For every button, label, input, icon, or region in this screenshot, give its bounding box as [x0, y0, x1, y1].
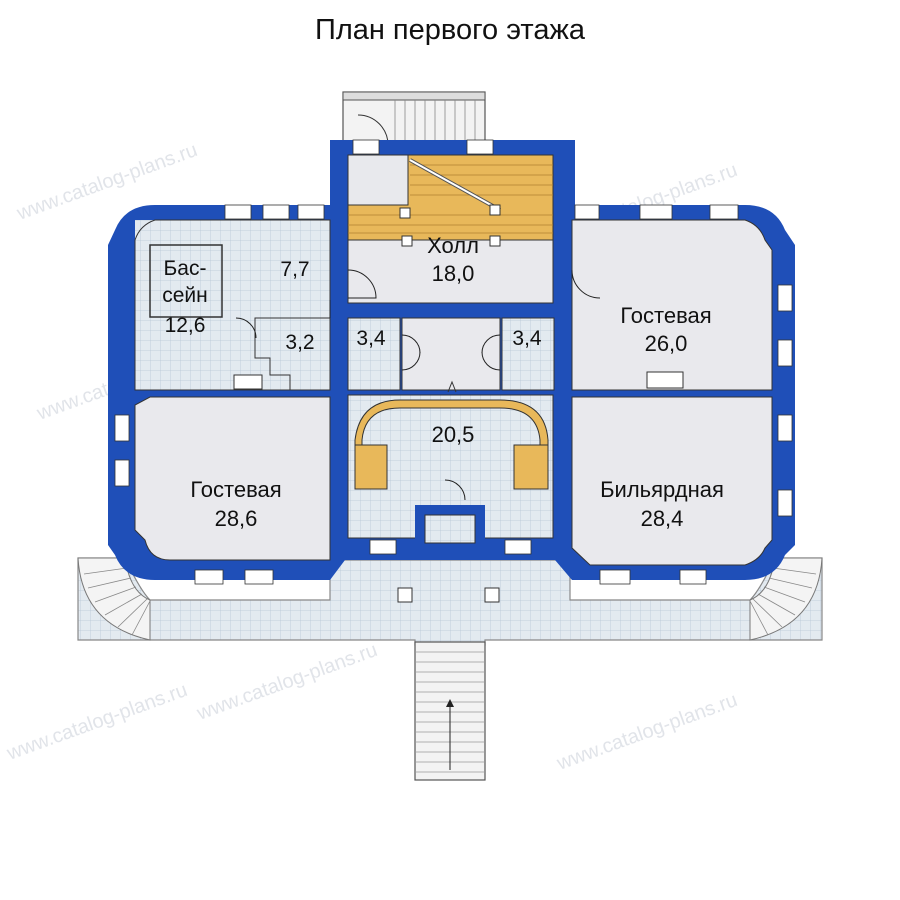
front-stair — [414, 641, 486, 781]
terrace — [77, 557, 823, 646]
room-name-billiard: Бильярдная — [600, 477, 724, 502]
room-name-pool-1: Бас- — [164, 257, 207, 280]
room-area-pool-side: 7,7 — [280, 258, 309, 281]
room-area-billiard: 28,4 — [641, 506, 684, 531]
watermark-text: www.catalog-plans.ru — [193, 639, 380, 725]
room-area-guest-right: 26,0 — [645, 331, 688, 356]
room-area-vestibule: 20,5 — [432, 422, 475, 447]
room-area-guest-left: 28,6 — [215, 506, 258, 531]
room-name-pool-2: сейн — [162, 284, 208, 307]
back-porch — [342, 91, 486, 146]
room-area-hall: 18,0 — [432, 261, 475, 286]
windows — [114, 139, 793, 585]
room-area-closet-left: 3,4 — [356, 327, 386, 350]
plan-title: План первого этажа — [314, 14, 586, 46]
room-name-guest-right: Гостевая — [620, 303, 711, 328]
room-labels: Холл 18,0 Бас- сейн 12,6 7,7 3,2 3,4 3,4… — [162, 233, 724, 531]
room-name-guest-left: Гостевая — [190, 477, 281, 502]
watermark-text: www.catalog-plans.ru — [553, 689, 740, 775]
room-area-closet-right: 3,4 — [512, 327, 542, 350]
room-name-hall: Холл — [427, 233, 479, 258]
watermark-text: www.catalog-plans.ru — [3, 679, 190, 765]
room-area-bath: 3,2 — [285, 331, 314, 354]
doors — [235, 269, 601, 501]
room-area-pool: 12,6 — [165, 314, 206, 337]
fixtures — [233, 371, 684, 393]
room-floors — [134, 154, 773, 566]
